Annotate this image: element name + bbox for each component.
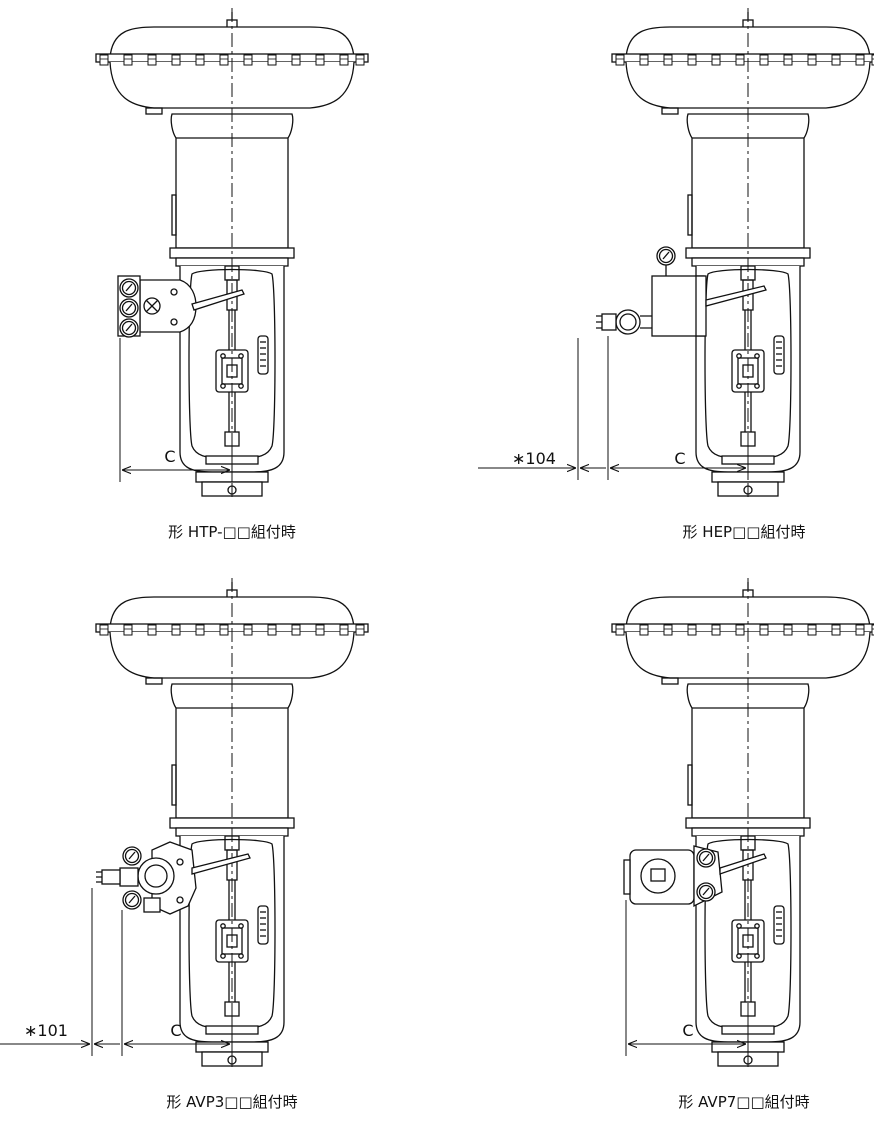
avp3-positioner <box>96 841 251 915</box>
figure-hep: C ∗104 <box>478 8 874 500</box>
figure-htp: C <box>95 8 369 500</box>
avp7-dim-c: C <box>682 1021 693 1040</box>
figure-avp7: C <box>611 578 874 1070</box>
caption-avp3: 形 AVP3□□組付時 <box>166 1093 298 1111</box>
hep-dim-extra: ∗104 <box>512 449 556 468</box>
hep-positioner <box>596 246 767 337</box>
avp3-dim-c: C <box>170 1021 181 1040</box>
avp3-dim-extra: ∗101 <box>24 1021 68 1040</box>
htp-positioner <box>117 275 245 338</box>
caption-avp7: 形 AVP7□□組付時 <box>678 1093 810 1111</box>
hep-dim-c: C <box>674 449 685 468</box>
htp-dim-c: C <box>164 447 175 466</box>
caption-hep: 形 HEP□□組付時 <box>682 523 806 541</box>
caption-htp: 形 HTP-□□組付時 <box>168 523 296 541</box>
avp7-positioner <box>623 845 767 908</box>
figure-avp3: C ∗101 <box>0 578 369 1070</box>
